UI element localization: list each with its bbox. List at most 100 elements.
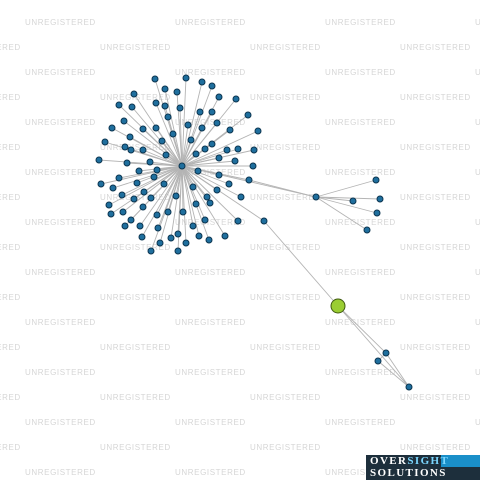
graph-edge — [156, 165, 183, 216]
graph-node — [107, 210, 115, 218]
graph-node — [182, 239, 190, 247]
graph-node — [161, 102, 169, 110]
graph-edge — [385, 352, 410, 388]
graph-node — [95, 156, 103, 164]
graph-edge — [181, 165, 265, 222]
graph-edge — [181, 111, 213, 167]
graph-edge — [181, 157, 220, 167]
graph-node — [120, 117, 128, 125]
graph-node — [133, 179, 141, 187]
graph-node — [250, 146, 258, 154]
graph-node — [234, 217, 242, 225]
graph-node — [127, 216, 135, 224]
graph-node — [312, 193, 320, 201]
graph-node — [372, 176, 380, 184]
graph-edge — [121, 165, 183, 196]
graph-focus-node — [330, 298, 346, 314]
graph-node — [249, 162, 257, 170]
logo-line-1: OVERSIGHT — [370, 456, 449, 467]
graph-edge — [167, 165, 183, 213]
oversight-solutions-logo: OVERSIGHT SOLUTIONS — [366, 455, 480, 480]
graph-node — [182, 74, 190, 82]
graph-node — [105, 201, 113, 209]
graph-node — [192, 150, 200, 158]
graph-edge — [181, 165, 206, 221]
graph-node — [152, 99, 160, 107]
graph-edge — [126, 162, 183, 167]
graph-node — [158, 137, 166, 145]
graph-node — [127, 146, 135, 154]
graph-node — [139, 203, 147, 211]
graph-node — [147, 247, 155, 255]
graph-node — [136, 222, 144, 230]
graph-node — [213, 119, 221, 127]
graph-edge — [179, 107, 183, 167]
graph-node — [201, 145, 209, 153]
graph-edge — [112, 165, 183, 189]
graph-edge — [181, 165, 184, 213]
graph-node — [154, 224, 162, 232]
graph-node — [215, 154, 223, 162]
graph-edge — [129, 136, 183, 167]
graph-node — [121, 143, 129, 151]
graph-edge — [108, 165, 183, 206]
graph-edge — [142, 128, 183, 167]
logo-word-sight: SIGHT — [407, 455, 450, 467]
graph-node — [174, 230, 182, 238]
graph-edge — [315, 196, 368, 231]
graph-node — [215, 171, 223, 179]
graph-edge — [181, 165, 239, 222]
graph-node — [195, 232, 203, 240]
graph-node — [126, 133, 134, 141]
graph-edge — [248, 179, 317, 198]
graph-edge — [177, 165, 183, 235]
graph-edge — [377, 360, 410, 388]
graph-node — [174, 247, 182, 255]
graph-edge — [139, 165, 183, 227]
graph-node — [189, 222, 197, 230]
graph-node — [151, 75, 159, 83]
graph-node — [374, 357, 382, 365]
graph-node — [363, 226, 371, 234]
graph-node — [109, 184, 117, 192]
graph-edge — [181, 160, 236, 167]
graph-edge — [164, 88, 183, 167]
graph-node — [213, 186, 221, 194]
graph-edge — [142, 149, 183, 167]
graph-node — [139, 146, 147, 154]
graph-node — [198, 78, 206, 86]
graph-edge — [181, 139, 192, 167]
graph-node — [128, 103, 136, 111]
graph-node — [221, 232, 229, 240]
graph-edge — [149, 161, 183, 167]
graph-edge — [337, 305, 387, 354]
graph-node — [150, 173, 158, 181]
graph-node — [382, 349, 390, 357]
graph-edge — [263, 220, 339, 307]
graph-node — [135, 167, 143, 175]
graph-node — [97, 180, 105, 188]
graph-node — [115, 101, 123, 109]
graph-node — [208, 140, 216, 148]
graph-node — [203, 193, 211, 201]
graph-edge — [131, 106, 183, 167]
graph-node — [121, 222, 129, 230]
graph-node — [169, 130, 177, 138]
graph-node — [101, 138, 109, 146]
graph-node — [160, 180, 168, 188]
graph-node — [184, 121, 192, 129]
graph-edge — [155, 102, 183, 167]
graph-node — [198, 124, 206, 132]
graph-edge — [181, 77, 187, 167]
graph-node — [139, 125, 147, 133]
graph-node — [108, 124, 116, 132]
graph-node — [138, 233, 146, 241]
graph-node — [115, 174, 123, 182]
graph-edge — [181, 122, 218, 167]
graph-edge — [181, 81, 203, 167]
graph-node — [167, 234, 175, 242]
graph-edge — [181, 165, 194, 227]
graph-node — [118, 191, 126, 199]
graph-node — [215, 93, 223, 101]
